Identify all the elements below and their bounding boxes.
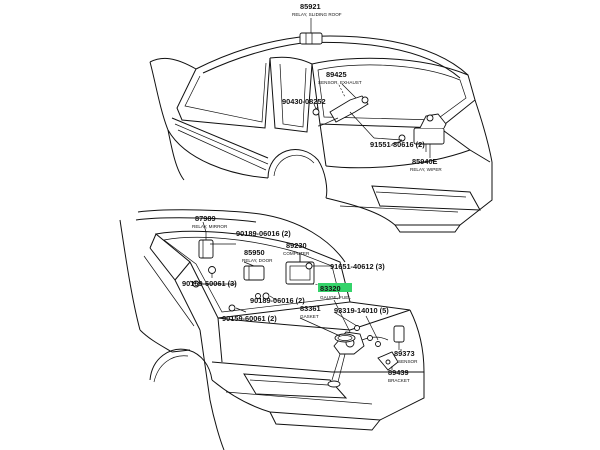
callout-desc: GASKET xyxy=(300,314,319,319)
highlight-box xyxy=(318,283,352,292)
callout-89373: 89373 SENSOR xyxy=(394,349,418,364)
callout-90189-b: 90189-06016 (2) xyxy=(250,296,305,305)
callout-number: 91551-80616 (2) xyxy=(370,140,425,149)
callout-number: 85921 xyxy=(300,2,321,11)
upper-car-body xyxy=(149,35,493,233)
callout-number: 93319-14010 (5) xyxy=(334,306,389,315)
callout-number: 90189-06016 (2) xyxy=(236,229,291,238)
callout-number: 83361 xyxy=(300,304,321,313)
callout-number: 85950 xyxy=(244,248,265,257)
callout-number: 83320 xyxy=(320,284,341,293)
callout-number: 90189-06016 (2) xyxy=(250,296,305,305)
callout-desc: COMPUTER xyxy=(283,251,310,256)
part-90189-bolt-a[interactable] xyxy=(208,266,216,279)
callout-85921: 85921 RELAY, SLIDING ROOF xyxy=(292,2,342,17)
callout-91551-top: 91551-80616 (2) xyxy=(370,140,425,149)
part-90159-clips-a[interactable] xyxy=(189,280,200,288)
part-89439-bracket[interactable] xyxy=(377,351,399,371)
callout-desc: RELAY, WIPER xyxy=(410,167,442,172)
callout-number: 90159-60061 (3) xyxy=(182,279,237,288)
callout-87989: 87989 RELAY, MIRROR xyxy=(192,214,228,229)
callout-number: 87989 xyxy=(195,214,216,223)
part-85950-door-relay[interactable] xyxy=(243,265,265,281)
callout-desc: RELAY, SLIDING ROOF xyxy=(292,12,342,17)
callout-83361: 83361 GASKET xyxy=(300,304,321,319)
lower-car-body xyxy=(119,209,425,450)
callout-desc: RELAY, MIRROR xyxy=(192,224,228,229)
callout-89425: 89425 SENSOR, EXHAUST xyxy=(318,70,362,85)
leader-lines xyxy=(200,18,431,370)
part-91551-bolt[interactable] xyxy=(391,134,406,145)
callout-number: 89425 xyxy=(326,70,347,79)
callout-85940: 85940E RELAY, WIPER xyxy=(410,157,442,172)
callout-91651: 91651-40612 (3) xyxy=(330,262,385,271)
part-90189-bolt-b[interactable] xyxy=(255,292,270,300)
part-wiper-relay[interactable] xyxy=(413,113,447,152)
callout-85950: 85950 RELAY, DOOR xyxy=(242,248,273,263)
callout-number: 85940E xyxy=(412,157,438,166)
callout-desc: SENSOR xyxy=(398,359,418,364)
callout-83320-highlighted[interactable]: 83320 GAUGE, FUEL xyxy=(318,283,352,300)
callout-number: 89439 xyxy=(388,368,409,377)
part-89373-sensor[interactable] xyxy=(393,325,405,350)
callout-desc: RELAY, DOOR xyxy=(242,258,273,263)
part-91651-bolts[interactable] xyxy=(305,262,322,270)
part-85921-relay[interactable] xyxy=(299,24,323,45)
part-87989-mirror-relay[interactable] xyxy=(198,232,214,259)
part-93319-screws[interactable] xyxy=(354,325,381,347)
callout-93319: 93319-14010 (5) xyxy=(334,306,389,315)
callout-desc: GAUGE, FUEL xyxy=(320,295,351,300)
callout-number: 89373 xyxy=(394,349,415,358)
callout-desc: BRACKET xyxy=(388,378,410,383)
callout-90159-b: 90159-60061 (2) xyxy=(222,314,277,323)
part-89425-sensor[interactable] xyxy=(317,83,369,127)
callout-89439: 89439 BRACKET xyxy=(388,368,410,383)
callout-90430: 90430-08252 xyxy=(282,97,326,106)
callout-90159-a: 90159-60061 (3) xyxy=(182,279,237,288)
callout-number: 90430-08252 xyxy=(282,97,326,106)
callout-number: 91651-40612 (3) xyxy=(330,262,385,271)
callout-89230: 89230 COMPUTER xyxy=(283,241,310,256)
callout-90189-a: 90189-06016 (2) xyxy=(236,229,291,238)
part-90159-clips-b[interactable] xyxy=(228,304,236,312)
callout-desc: SENSOR, EXHAUST xyxy=(318,80,362,85)
callout-number: 90159-60061 (2) xyxy=(222,314,277,323)
callout-number: 89230 xyxy=(286,241,307,250)
